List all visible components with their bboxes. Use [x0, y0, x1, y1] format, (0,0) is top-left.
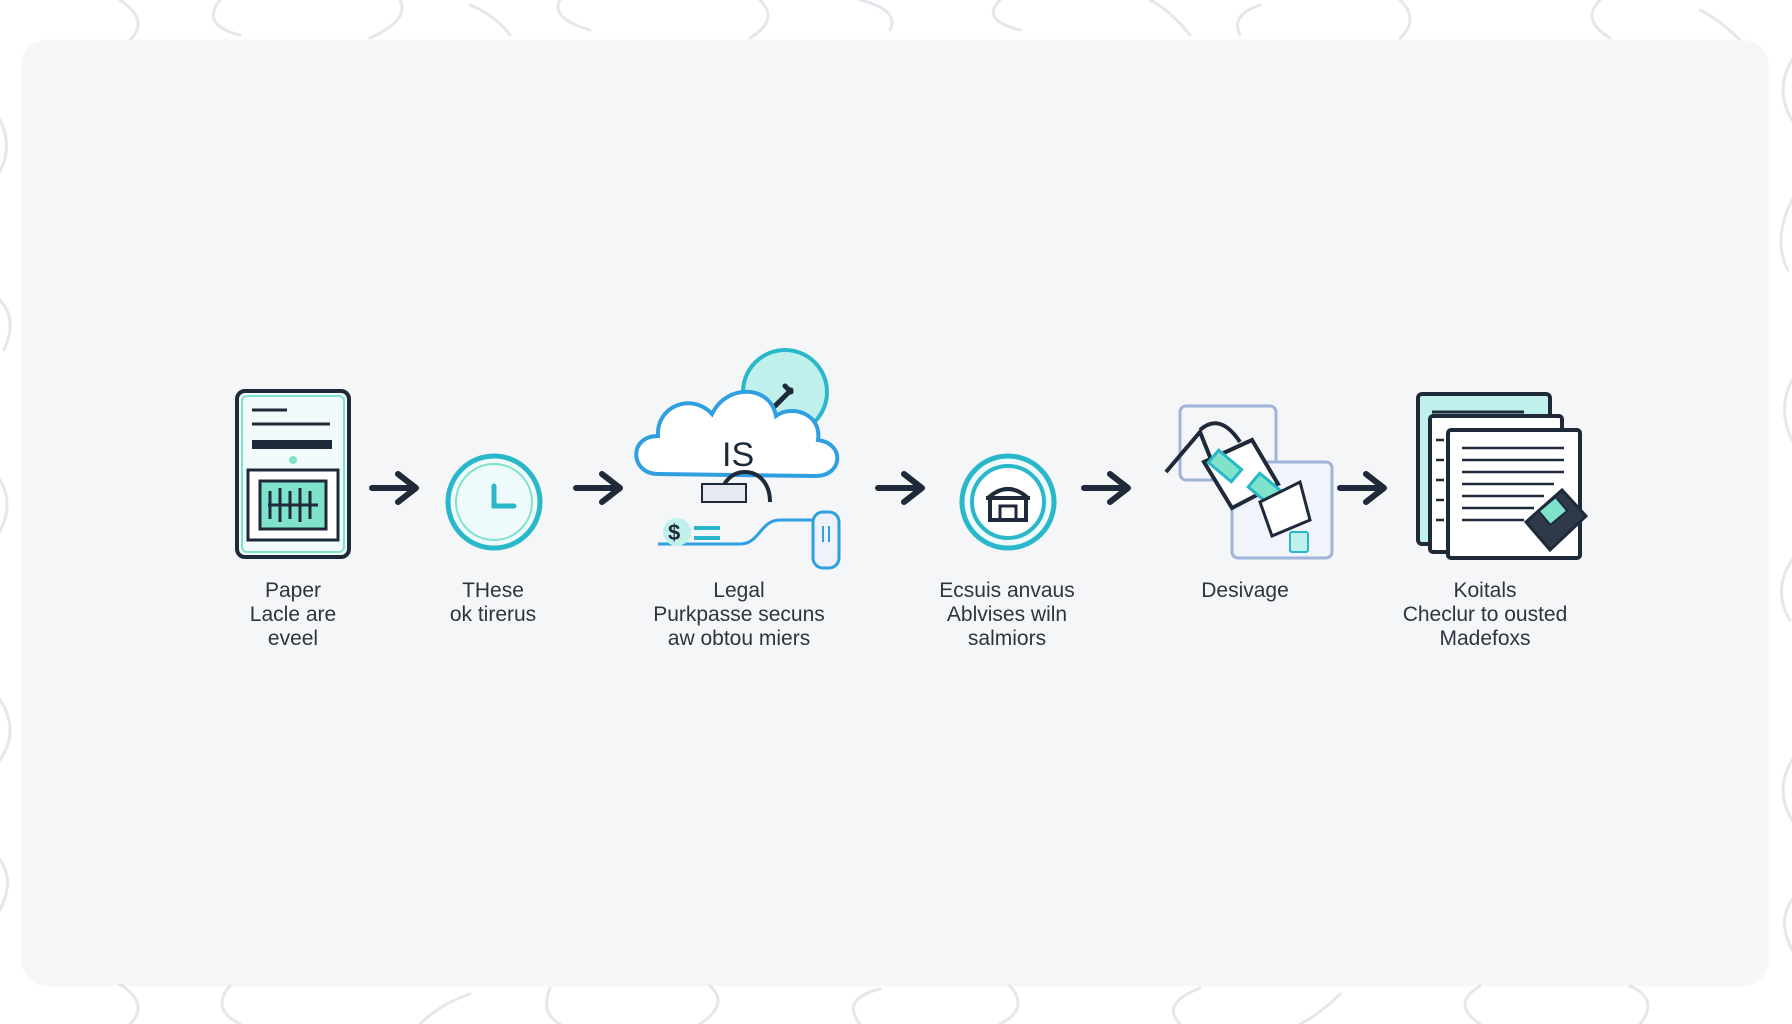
step-1-label: Paper Lacle are eveel	[143, 579, 443, 651]
puzzle-tools-icon	[1164, 404, 1334, 560]
step-3-line-2: Purkpasse secuns	[653, 603, 825, 626]
arrow-right-icon	[1081, 471, 1131, 505]
step-4-label: Ecsuis anvaus Ablvises wiln salmiors	[857, 579, 1157, 651]
currency-symbol: $	[668, 520, 681, 545]
step-6-line-2: Checlur to ousted	[1402, 603, 1568, 626]
step-6-line-3: Madefoxs	[1439, 627, 1531, 650]
step-4-line-2: Ablvises wiln	[946, 603, 1068, 626]
step-2-line-2: ok tirerus	[449, 603, 537, 626]
step-2-label: THese ok tirerus	[343, 579, 643, 627]
step-3-line-3: aw obtou miers	[667, 627, 811, 650]
step-1-line-2: Lacle are	[249, 603, 337, 626]
step-5-label: Desivage	[1095, 579, 1395, 603]
storefront-icon	[959, 453, 1057, 551]
step-3-label: Legal Purkpasse secuns aw obtou miers	[589, 579, 889, 651]
step-1-line-1: Paper	[264, 579, 322, 602]
cloud-payment-icon	[634, 348, 841, 570]
arrow-right-icon	[573, 471, 623, 505]
cloud-overlay-text: IS	[722, 436, 755, 474]
step-6-line-1: Koitals	[1453, 579, 1517, 602]
step-5-line-1: Desivage	[1201, 579, 1289, 602]
arrow-right-icon	[369, 471, 419, 505]
clock-icon	[445, 453, 543, 551]
stacked-documents-icon	[1416, 392, 1589, 560]
step-2-line-1: THese	[462, 579, 524, 602]
cloud-payment-illustration: IS $	[630, 344, 850, 574]
step-4-line-1: Ecsuis anvaus	[939, 579, 1075, 602]
step-3-line-1: Legal	[713, 579, 765, 602]
arrow-right-icon	[875, 471, 925, 505]
step-1-line-3: eveel	[267, 627, 319, 650]
step-6-label: Koitals Checlur to ousted Madefoxs	[1335, 579, 1635, 651]
document-icon	[235, 389, 351, 559]
arrow-right-icon	[1337, 471, 1387, 505]
step-4-line-3: salmiors	[967, 627, 1047, 650]
